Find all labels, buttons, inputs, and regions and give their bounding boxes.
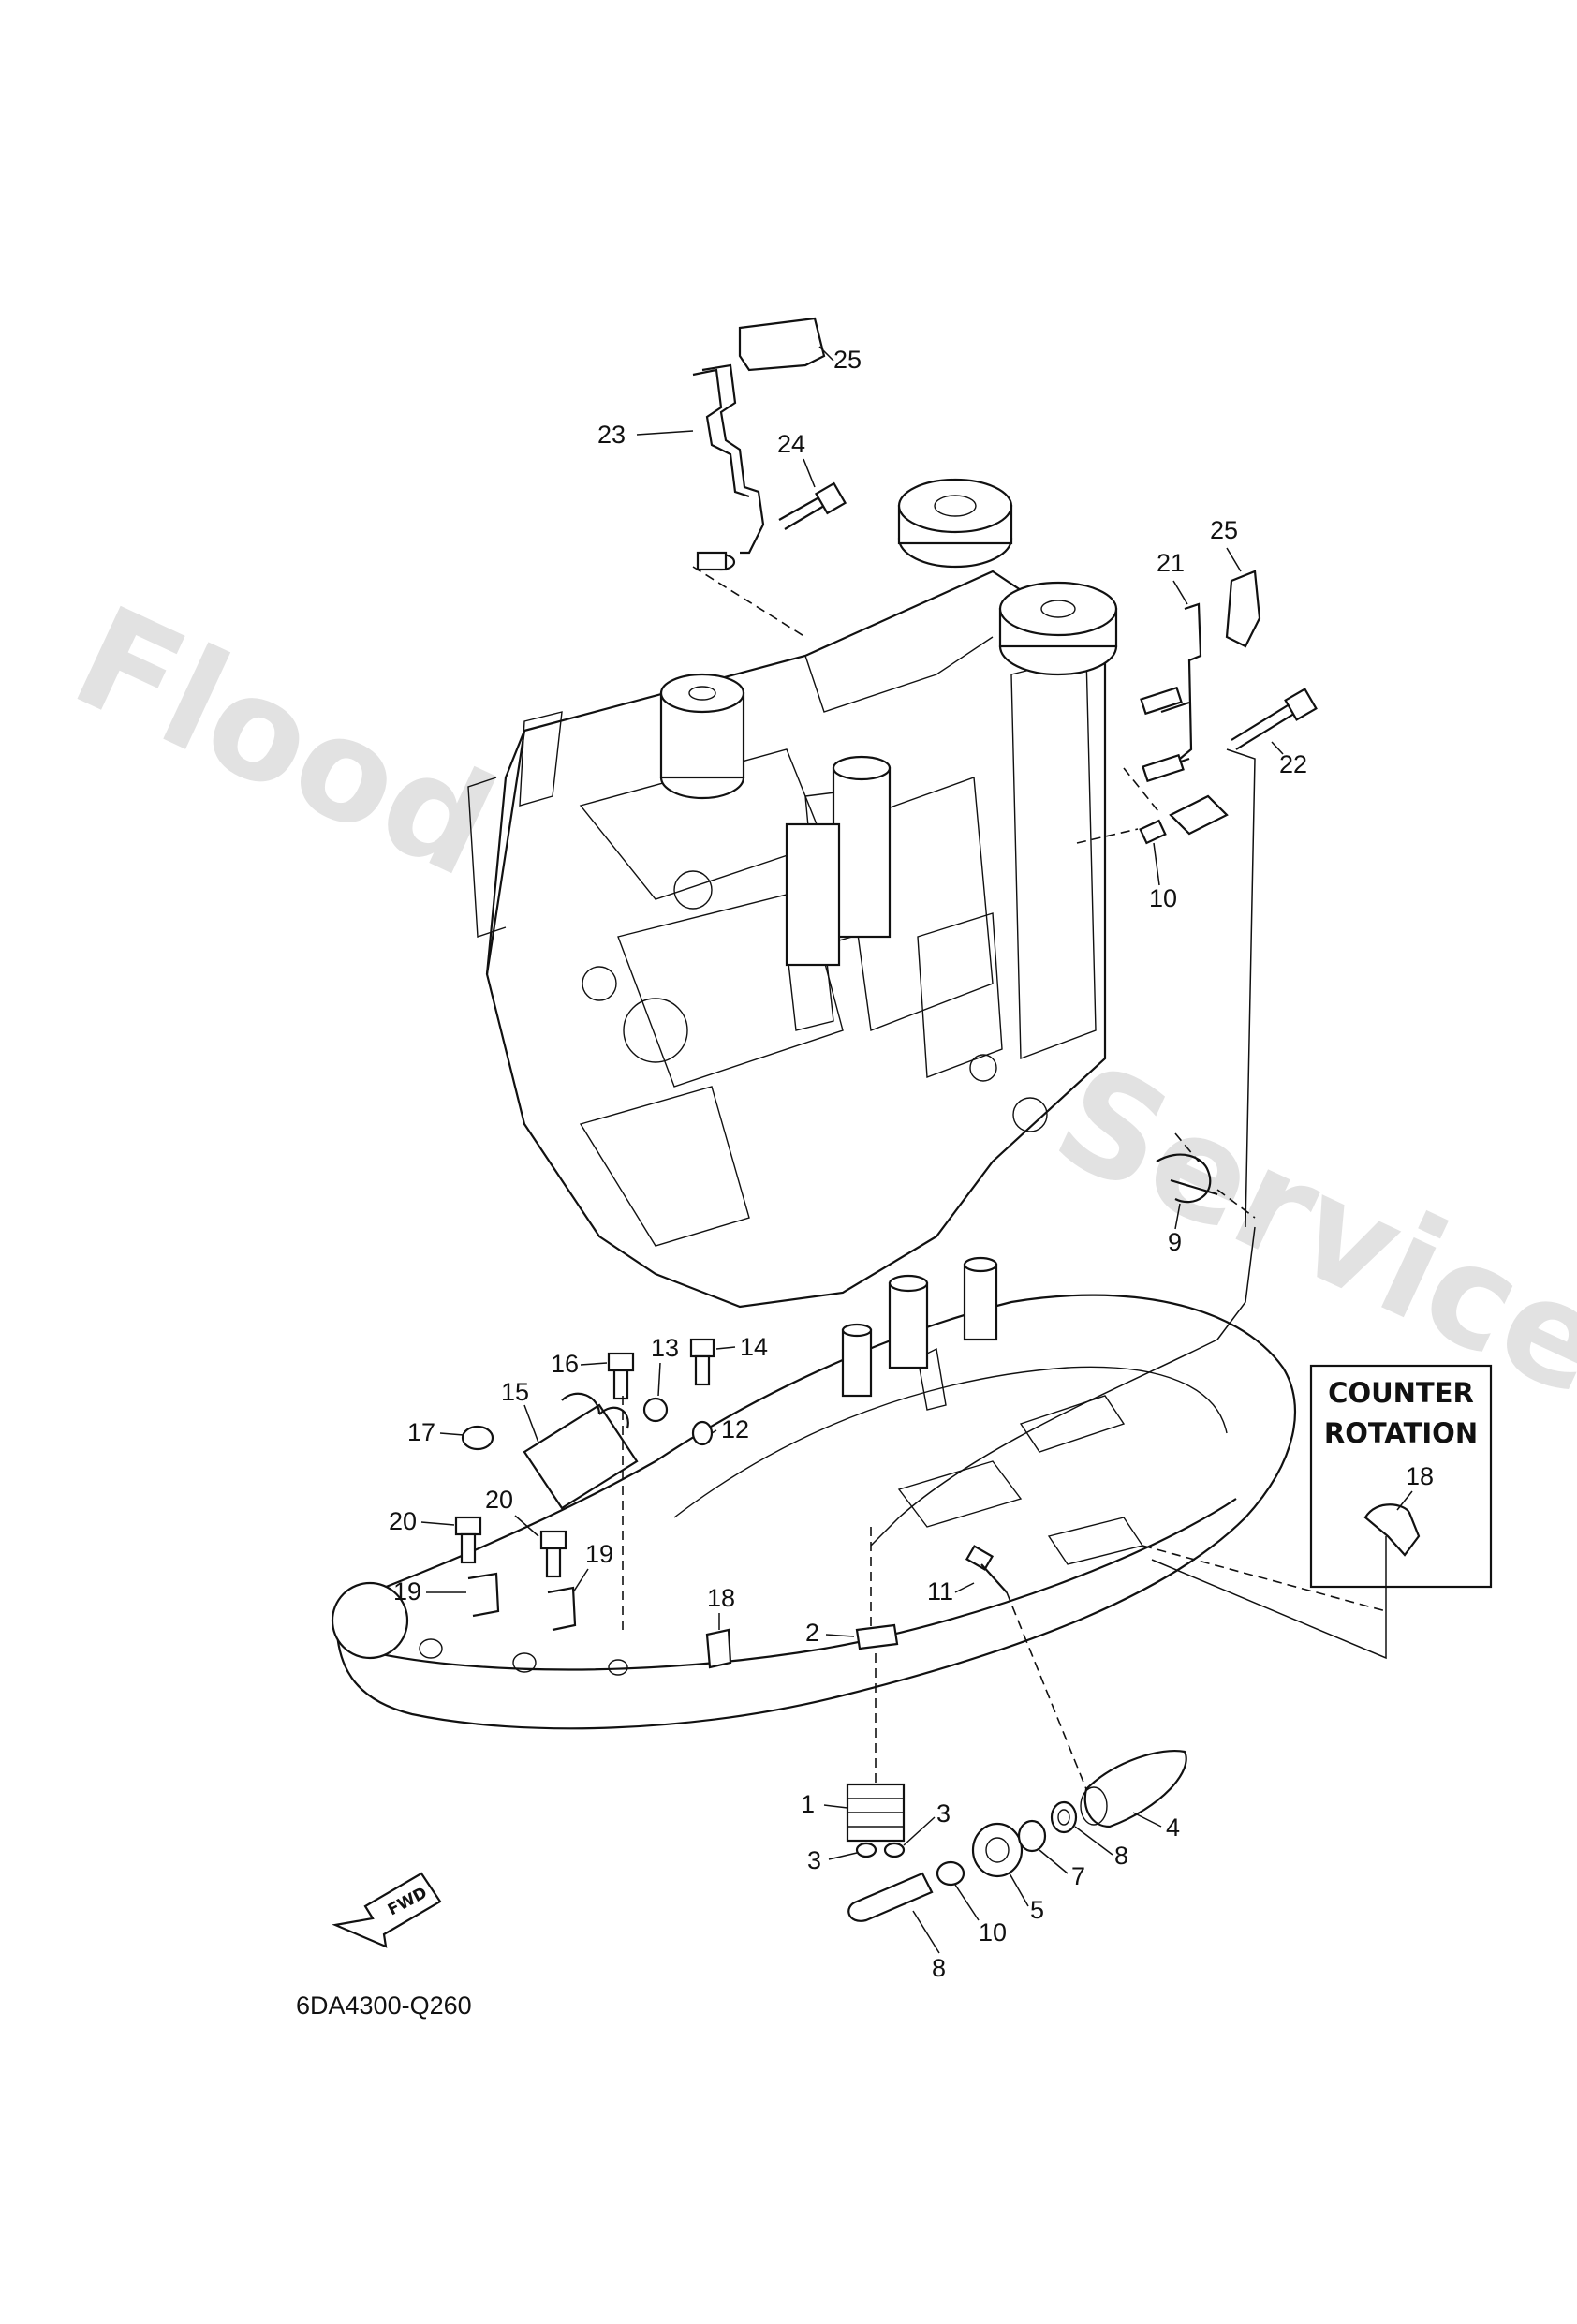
counter-rotation-line2: ROTATION	[1324, 1417, 1478, 1449]
callout-25-top: 25	[833, 346, 862, 374]
callout-14: 14	[740, 1333, 768, 1361]
part-20-bolt-right	[539, 1530, 567, 1578]
callout-4: 4	[1166, 1813, 1180, 1842]
callout-7: 8	[1114, 1842, 1128, 1870]
callout-5: 5	[1030, 1896, 1044, 1924]
callout-19-right: 19	[585, 1540, 613, 1568]
part-19-clip-left	[467, 1572, 500, 1618]
callout-11: 11	[927, 1577, 953, 1606]
part-22-bolt	[1231, 688, 1318, 750]
diagram-code: 6DA4300-Q260	[296, 1991, 472, 2020]
callout-15: 15	[501, 1378, 529, 1406]
callout-3-left: 3	[807, 1846, 821, 1874]
callout-13: 13	[651, 1334, 679, 1362]
part-9-clamp	[1156, 1153, 1218, 1204]
part-11-screw	[965, 1545, 1008, 1593]
callout-22: 22	[1279, 750, 1307, 778]
callout-18-left: 18	[707, 1584, 735, 1612]
part-4-cap	[1080, 1750, 1187, 1828]
part-21-bracket	[1140, 602, 1202, 783]
callout-20-right: 20	[485, 1486, 513, 1514]
part-2-grommet	[855, 1623, 899, 1650]
fwd-arrow: FWD	[332, 1872, 442, 1948]
part-1-bellows	[846, 1783, 906, 1843]
part-5-grommet	[971, 1822, 1024, 1878]
part-12-washer	[691, 1420, 714, 1446]
callout-2: 2	[805, 1619, 819, 1647]
callout-18-counter: 18	[1406, 1462, 1434, 1490]
callout-25-right: 25	[1210, 516, 1238, 544]
callout-labels: 25 23 24 25 21 22 10 9 13 14 16 15 12 17…	[389, 346, 1307, 1982]
part-13-clip	[642, 1397, 669, 1423]
callout-16: 16	[551, 1350, 579, 1378]
part-17-grommet	[461, 1425, 494, 1451]
part-20-bolt-left	[454, 1516, 482, 1564]
callout-3-right: 3	[936, 1799, 951, 1828]
part-24-bolt	[778, 481, 847, 530]
part-23-bracket	[692, 363, 765, 571]
callout-10-bottom: 10	[979, 1918, 1007, 1947]
callout-21: 21	[1157, 549, 1185, 577]
callout-10-top: 10	[1149, 884, 1177, 912]
part-15-bracket	[523, 1392, 639, 1510]
part-19-clip-right	[547, 1586, 577, 1632]
bottom-cowling	[331, 1256, 1297, 1730]
part-25-top	[738, 317, 826, 372]
part-6	[1017, 1819, 1047, 1853]
callout-6: 7	[1071, 1862, 1085, 1890]
callout-9: 9	[1168, 1228, 1182, 1256]
counter-rotation-box: COUNTER ROTATION 18	[1309, 1364, 1493, 1589]
callout-1: 1	[801, 1790, 815, 1818]
callout-17: 17	[407, 1418, 435, 1446]
part-10-lower	[936, 1860, 965, 1887]
part-25-right	[1225, 570, 1261, 648]
counter-rotation-line1: COUNTER	[1328, 1377, 1474, 1409]
part-16-bolt	[607, 1352, 635, 1400]
callout-8: 8	[932, 1954, 946, 1982]
part-18-left	[705, 1628, 732, 1669]
callout-19-left: 19	[393, 1577, 421, 1606]
part-7	[1050, 1800, 1078, 1834]
hose	[1139, 794, 1229, 845]
callout-23: 23	[597, 421, 626, 449]
part-8-hose	[847, 1872, 934, 1922]
part-14-bolt	[689, 1338, 715, 1386]
callout-12: 12	[721, 1415, 749, 1443]
engine-block	[467, 478, 1118, 1309]
callout-24: 24	[777, 430, 805, 458]
part-3-clamps	[855, 1842, 906, 1858]
callout-20-left: 20	[389, 1507, 417, 1535]
